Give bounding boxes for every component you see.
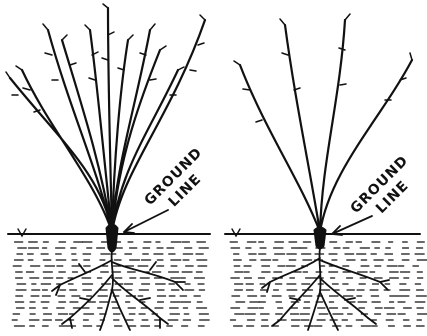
- right-crown: [314, 227, 326, 249]
- left-crown: [106, 224, 118, 252]
- right-roots: [262, 248, 389, 330]
- left-soil: [12, 242, 209, 326]
- right-pointer-arrow: [332, 216, 372, 234]
- left-ground-line-label: GROUND LINE: [142, 145, 219, 222]
- right-buds: [234, 14, 412, 122]
- left-pointer-arrow: [124, 210, 168, 232]
- right-soil: [230, 242, 427, 326]
- right-ground-line-label: GROUND LINE: [348, 153, 425, 230]
